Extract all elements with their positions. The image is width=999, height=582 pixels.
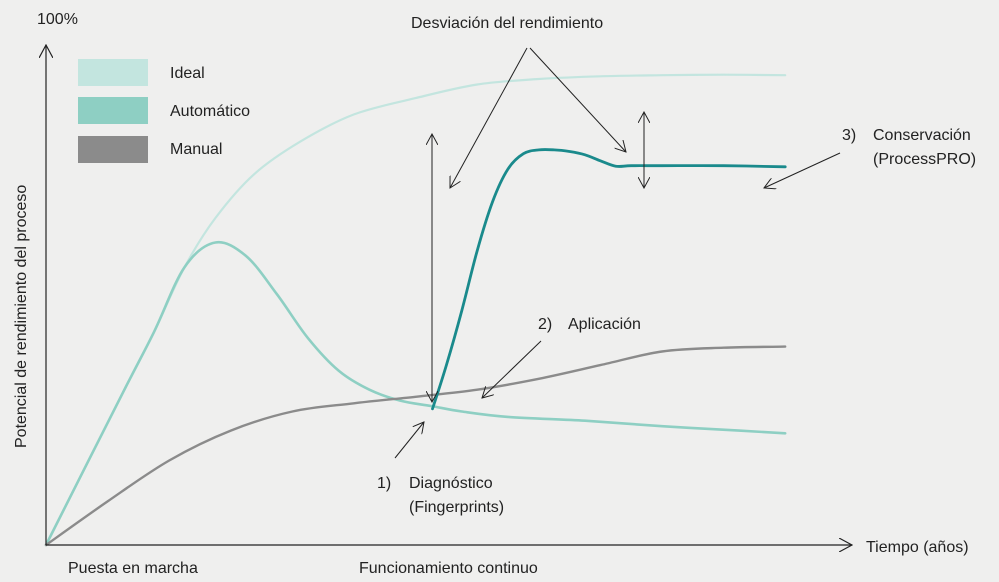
series-line-optimized [431,148,787,411]
series-line-automatic [44,240,787,547]
series-line-manual [44,345,787,547]
deviation-pointer-right [529,47,626,152]
x-phase-label-continuous: Funcionamiento continuo [359,560,538,577]
annotation-application: 2) Aplicación [482,316,641,398]
annotation-conservation-subtitle: (ProcessPRO) [873,151,976,168]
application-pointer [482,340,542,398]
annotation-application-number: 2) [538,316,552,333]
legend-label-manual: Manual [170,141,222,158]
deviation-pointer-left [450,47,528,188]
y-axis-label: Potencial de rendimiento del proceso [13,185,30,448]
diagnosis-pointer [394,422,424,459]
annotation-diagnosis-title: Diagnóstico [409,475,493,492]
x-axis-label: Tiempo (años) [866,539,969,556]
y-top-label: 100% [37,11,78,28]
annotation-conservation-title: Conservación [873,127,971,144]
annotation-diagnosis: 1) Diagnóstico (Fingerprints) [377,422,504,516]
annotation-diagnosis-number: 1) [377,475,391,492]
legend-label-ideal: Ideal [170,65,205,82]
annotation-conservation: 3) Conservación (ProcessPRO) [764,127,976,188]
x-phase-label-startup: Puesta en marcha [68,560,198,577]
legend: Ideal Automático Manual [78,59,250,163]
annotation-deviation: Desviación del rendimiento [411,15,644,402]
annotation-diagnosis-subtitle: (Fingerprints) [409,499,504,516]
annotation-deviation-text: Desviación del rendimiento [411,15,603,32]
legend-label-automatic: Automático [170,103,250,120]
annotation-conservation-number: 3) [842,127,856,144]
conservation-pointer [764,152,841,188]
legend-swatch-automatic [78,97,148,124]
legend-swatch-ideal [78,59,148,86]
legend-swatch-manual [78,136,148,163]
annotation-application-title: Aplicación [568,316,641,333]
